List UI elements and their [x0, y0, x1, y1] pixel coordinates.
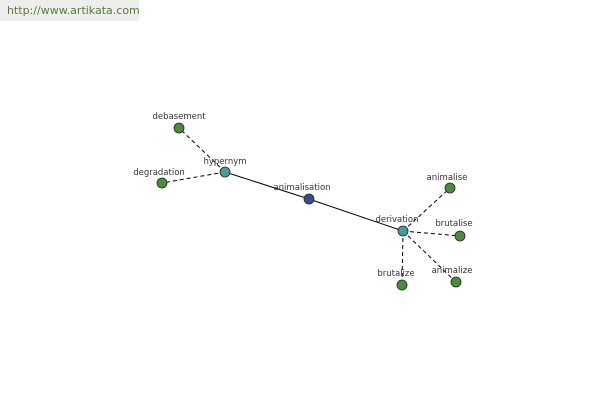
label-brutalise[interactable]: brutalise: [435, 219, 472, 229]
label-debasement[interactable]: debasement: [152, 112, 206, 122]
edge-center-hypernym: [224, 171, 310, 200]
node-animalize[interactable]: [450, 276, 462, 288]
edge-center-derivation: [308, 198, 404, 232]
node-animalise[interactable]: [444, 182, 456, 194]
label-center[interactable]: animalisation: [273, 183, 330, 193]
label-derivation[interactable]: derivation: [375, 215, 418, 225]
edge-hypernym-debasement: [178, 127, 226, 173]
node-brutalize[interactable]: [396, 279, 408, 291]
node-center[interactable]: [303, 193, 315, 205]
edge-derivation-brutalise: [402, 230, 461, 237]
label-animalise[interactable]: animalise: [427, 173, 468, 183]
edge-derivation-animalise: [402, 187, 451, 232]
label-brutalize[interactable]: brutalize: [377, 269, 414, 279]
node-brutalise[interactable]: [454, 230, 466, 242]
edge-derivation-animalize: [402, 230, 457, 283]
label-animalize[interactable]: animalize: [432, 266, 473, 276]
label-degradation[interactable]: degradation: [133, 168, 185, 178]
node-hypernym[interactable]: [219, 166, 231, 178]
node-debasement[interactable]: [173, 122, 185, 134]
edge-derivation-brutalize: [401, 230, 404, 286]
label-hypernym[interactable]: hypernym: [203, 157, 246, 167]
node-derivation[interactable]: [397, 225, 409, 237]
edge-hypernym-degradation: [161, 171, 226, 184]
site-url[interactable]: http://www.artikata.com: [0, 0, 140, 21]
node-degradation[interactable]: [156, 177, 168, 189]
